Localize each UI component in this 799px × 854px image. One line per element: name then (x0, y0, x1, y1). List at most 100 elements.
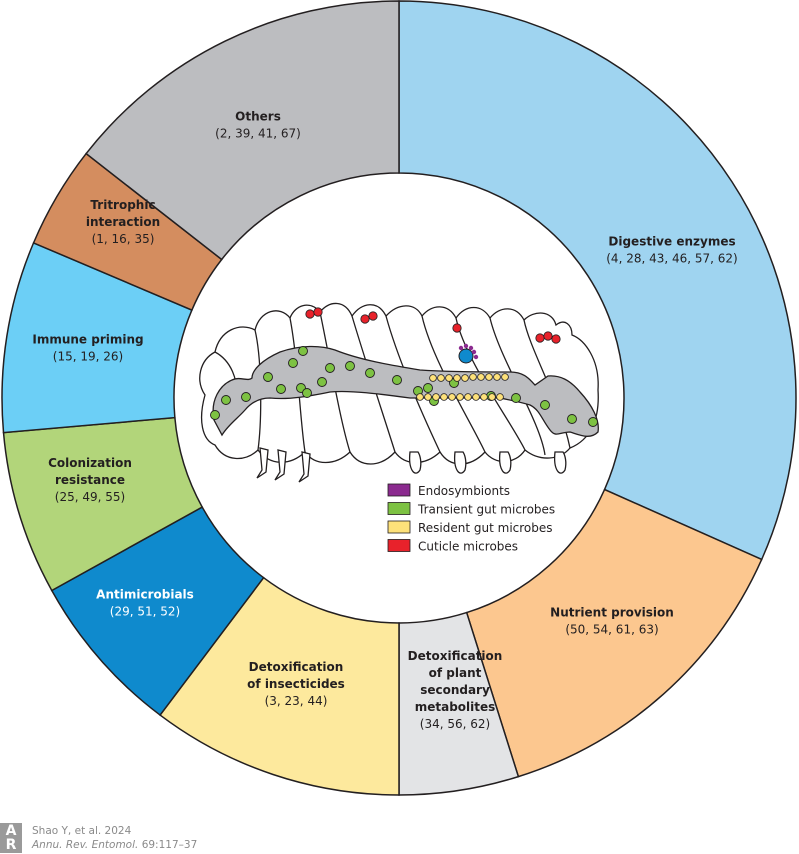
transient-microbe (298, 346, 308, 356)
resident-microbe (493, 373, 501, 381)
caterpillar-illustration (199, 302, 599, 483)
slice-refs: (4, 28, 43, 46, 57, 62) (606, 252, 738, 266)
legend-label-transient-gut-microbes: Transient gut microbes (417, 503, 555, 517)
credit: A R Shao Y, et al. 2024 Annu. Rev. Entom… (0, 822, 197, 854)
transient-microbe (288, 358, 298, 368)
resident-microbe (429, 374, 437, 382)
cuticle-microbe (535, 333, 545, 343)
resident-microbe (464, 393, 472, 401)
transient-microbe (263, 372, 273, 382)
cuticle-microbe (313, 307, 323, 317)
transient-microbe (392, 375, 402, 385)
slice-refs: (2, 39, 41, 67) (215, 127, 301, 141)
slice-nutrient-provision (465, 488, 763, 778)
citation-pages: 69:117–37 (138, 839, 198, 851)
resident-microbe (472, 393, 480, 401)
legend-swatch-cuticle-microbes (387, 539, 411, 552)
slice-label-nutrient-provision: Nutrient provision (50, 54, 61, 63) (550, 606, 674, 637)
slice-label-others: Others (2, 39, 41, 67) (215, 110, 301, 141)
slice-label-line: Antimicrobials (96, 588, 194, 602)
slice-labels: Digestive enzymes (4, 28, 43, 46, 57, 62)… (32, 110, 737, 732)
cuticle-microbe (551, 334, 561, 344)
prolegs (256, 447, 567, 483)
slice-label-line: Immune priming (32, 333, 143, 347)
slice-others (85, 0, 400, 261)
gut (212, 345, 599, 437)
transient-microbe (423, 383, 433, 393)
legend-label-resident-gut-microbes: Resident gut microbes (418, 521, 553, 535)
slice-label-line: Digestive enzymes (608, 235, 735, 249)
slice-label-line: interaction (86, 215, 160, 229)
slice-digestive-enzymes (398, 0, 797, 561)
slice-label-colonization-resistance: Colonization resistance (25, 49, 55) (48, 456, 132, 504)
cuticle-microbe (368, 311, 378, 321)
resident-microbe (461, 374, 469, 382)
slice-label-line: resistance (55, 473, 125, 487)
slice-label-line: Colonization (48, 456, 132, 470)
legend-swatch-endosymbionts (387, 483, 411, 497)
legend-label-endosymbionts: Endosymbionts (418, 484, 510, 498)
resident-microbe (448, 393, 456, 401)
resident-microbe (437, 374, 445, 382)
slice-label-antimicrobials: Antimicrobials (29, 51, 52) (96, 588, 194, 619)
resident-microbe (432, 393, 440, 401)
slice-label-line: Nutrient provision (550, 606, 674, 620)
cuticle-microbes (305, 307, 561, 344)
slice-refs: (1, 16, 35) (92, 232, 155, 246)
transient-microbe (511, 393, 521, 403)
resident-microbe (445, 374, 453, 382)
resident-microbe (501, 373, 509, 381)
slice-refs: (29, 51, 52) (110, 605, 180, 619)
resident-microbe (485, 373, 493, 381)
slice-label-line: metabolites (415, 700, 496, 714)
resident-microbe (480, 393, 488, 401)
donut-slices (1, 0, 797, 796)
slice-label-line: Detoxification (408, 649, 503, 663)
resident-microbe (469, 373, 477, 381)
legend-swatch-resident-gut-microbes (387, 520, 411, 534)
transient-microbe (221, 395, 231, 405)
slice-refs: (50, 54, 61, 63) (565, 623, 658, 637)
slice-refs: (3, 23, 44) (265, 694, 328, 708)
legend-swatch-transient-gut-microbes (387, 502, 411, 515)
slice-label-tritrophic-interaction: Tritrophic interaction (1, 16, 35) (86, 198, 160, 246)
cuticle-microbe (452, 323, 462, 333)
cuticle-microbe (543, 331, 553, 341)
transient-microbe (540, 400, 550, 410)
cuticle-microbe (305, 309, 315, 319)
transient-microbe (241, 392, 251, 402)
slice-label-detoxification-of-plant-secondary-metabolites: Detoxification of plant secondary metabolit… (408, 649, 503, 731)
endosymbiont (458, 343, 479, 364)
cuticle-microbe (360, 314, 370, 324)
slice-label-line: secondary (420, 683, 490, 697)
resident-gut-microbes (416, 373, 509, 401)
slice-label-line: Tritrophic (90, 198, 155, 212)
resident-microbe (453, 374, 461, 382)
resident-microbe (424, 393, 432, 401)
slice-refs: (15, 19, 26) (53, 350, 123, 364)
citation-journal-line: Annu. Rev. Entomol. 69:117–37 (32, 838, 197, 852)
resident-microbe (496, 393, 504, 401)
transient-microbe (567, 414, 577, 424)
transient-microbe (302, 388, 312, 398)
resident-microbe (488, 393, 496, 401)
slice-label-digestive-enzymes: Digestive enzymes (4, 28, 43, 46, 57, 62) (606, 235, 738, 266)
resident-microbe (477, 373, 485, 381)
citation-journal: Annu. Rev. Entomol. (32, 839, 139, 851)
transient-microbe (276, 384, 286, 394)
slice-refs: (34, 56, 62) (420, 717, 490, 731)
transient-gut-microbes (210, 346, 598, 427)
legend-label-cuticle-microbes: Cuticle microbes (418, 540, 518, 554)
annual-reviews-logo: A R (0, 823, 22, 853)
slice-refs: (25, 49, 55) (55, 490, 125, 504)
transient-microbe (325, 363, 335, 373)
slice-label-line: Others (235, 110, 281, 124)
citation: Shao Y, et al. 2024 Annu. Rev. Entomol. … (32, 824, 197, 852)
slice-label-line: of plant (429, 666, 482, 680)
resident-microbe (416, 393, 424, 401)
resident-microbe (440, 393, 448, 401)
slice-label-line: Detoxification (249, 660, 344, 674)
